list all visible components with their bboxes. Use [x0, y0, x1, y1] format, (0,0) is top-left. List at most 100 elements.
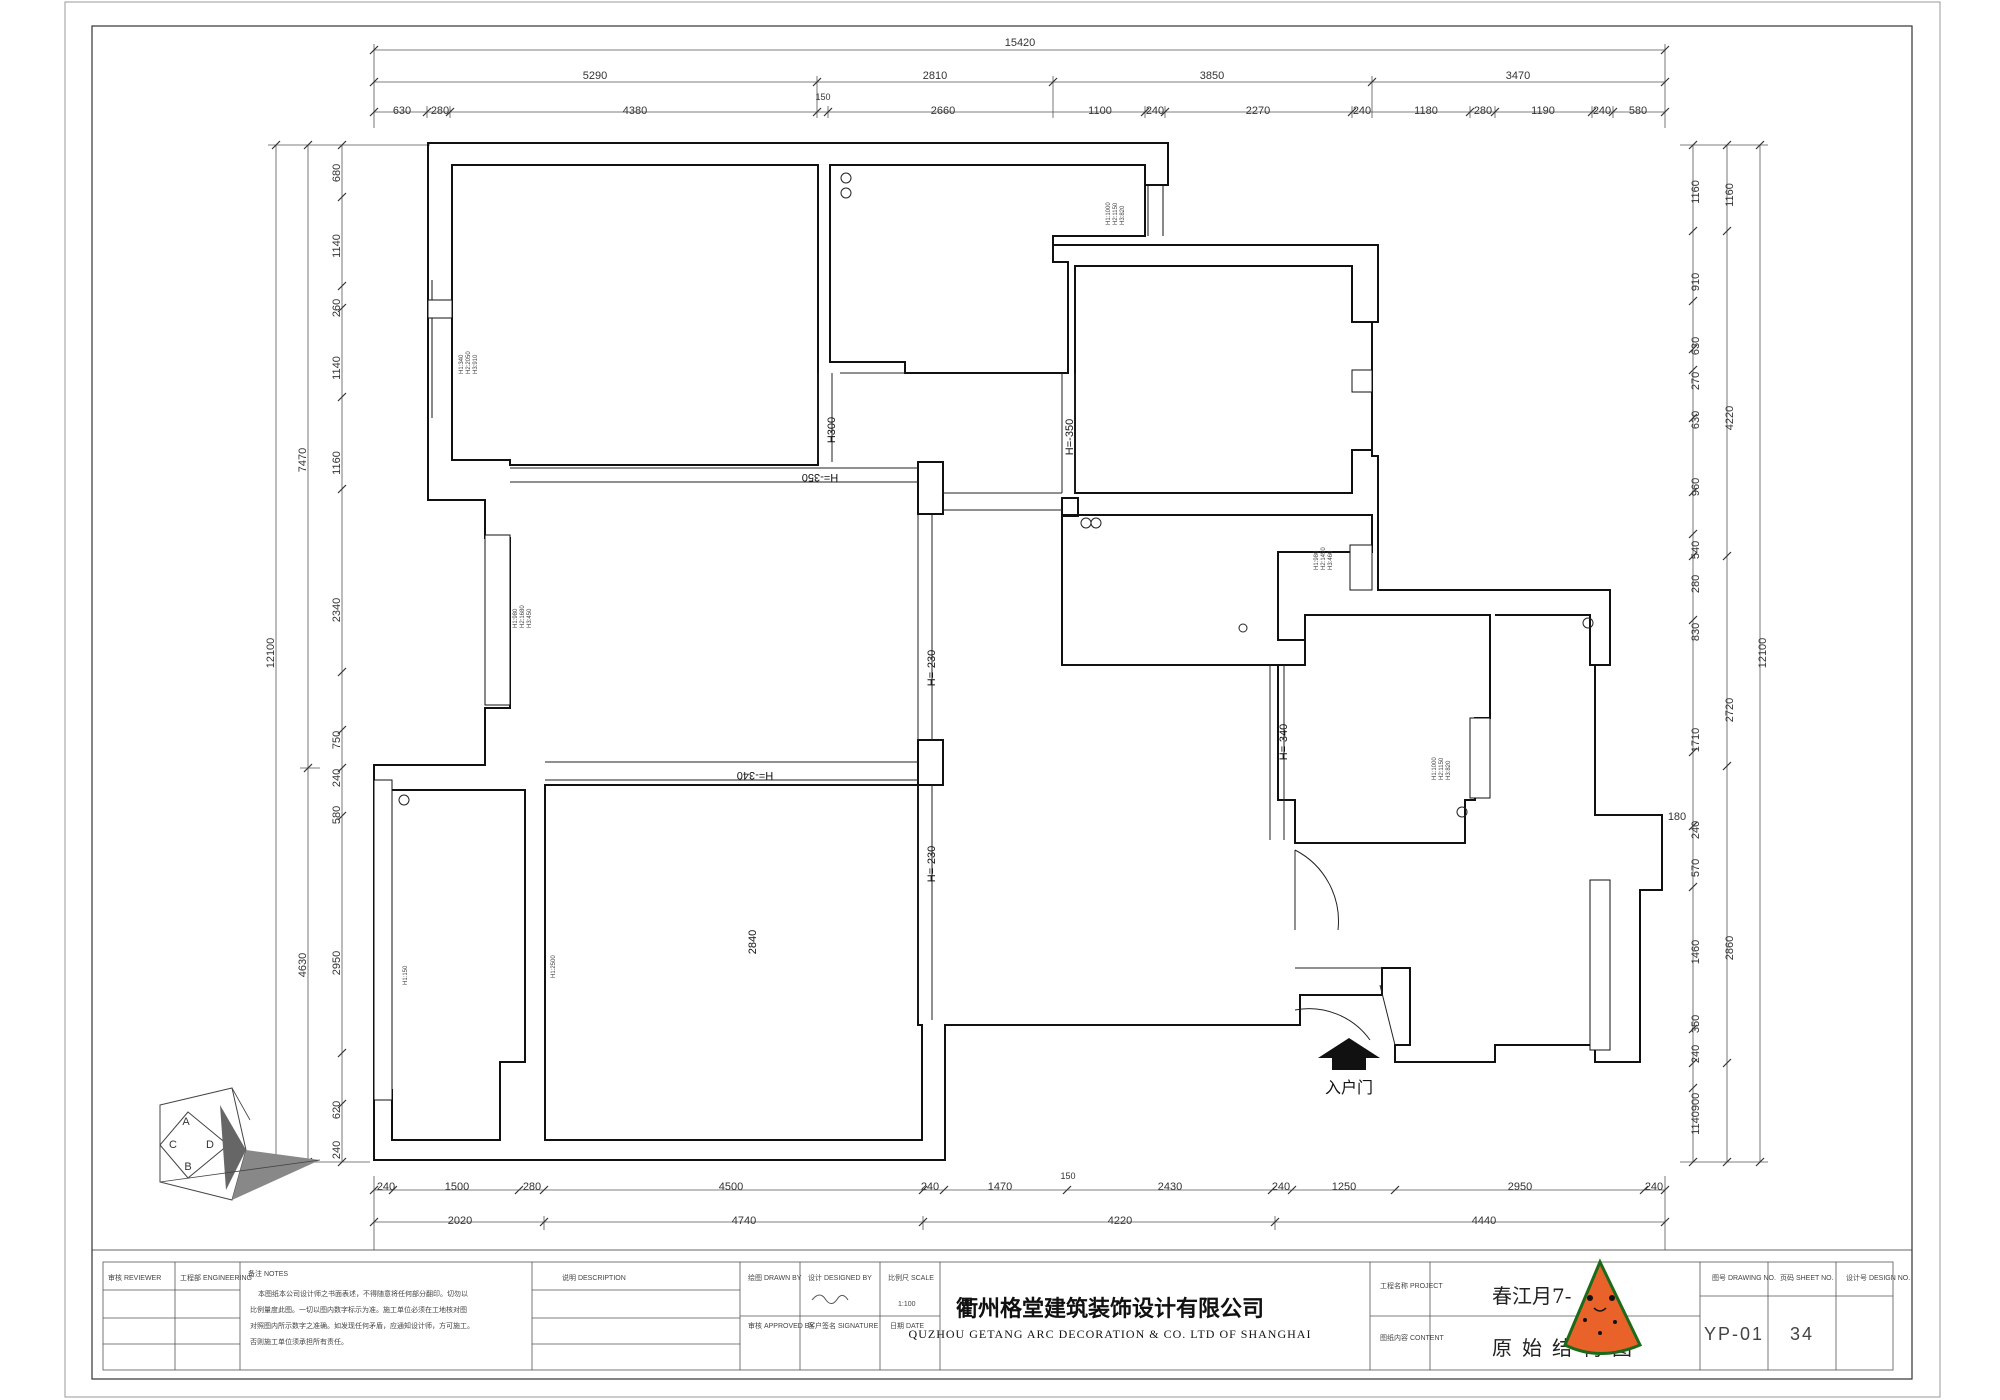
beam-h350-b: H=-350 — [1064, 419, 1076, 455]
svg-text:H1:340: H1:340 — [459, 354, 465, 374]
dim-right-inner-6: 540 — [1690, 541, 1702, 559]
balcony-left-wall — [374, 789, 526, 1141]
dim-top-l3-1: 280 — [431, 105, 449, 117]
dim-right-inner-8: 830 — [1690, 623, 1702, 641]
dim-right-inner-0: 1160 — [1690, 180, 1702, 204]
compass-icon: A B C D — [159, 1087, 321, 1201]
dim-top-l2-2: 3850 — [1200, 70, 1224, 82]
sheet-inner-border — [91, 25, 1913, 1380]
left-dimensions — [268, 144, 430, 1163]
dim-bottom-l1-8: 1250 — [1332, 1181, 1356, 1193]
dim-bottom-l1-1: 1500 — [445, 1181, 469, 1193]
beam-h230-b: H=-230 — [926, 846, 938, 882]
dim-bottom-l2-3: 4440 — [1472, 1215, 1496, 1227]
dim-left-inner-3: 1140 — [331, 356, 343, 380]
dim-right-inner-15: 900 — [1690, 1093, 1702, 1111]
dim-right-inner-4: 630 — [1690, 411, 1702, 429]
tb-reviewer-label: 审核 REVIEWER — [108, 1273, 161, 1282]
column-2 — [917, 739, 944, 786]
tb-notes-line-3: 否则施工单位须承担所有责任。 — [250, 1337, 348, 1346]
dim-bottom-l1-0: 240 — [377, 1181, 395, 1193]
dim-top-l3-8: 1180 — [1414, 105, 1438, 117]
dim-left-inner-11: 240 — [331, 1141, 343, 1159]
dim-left-inner-2: 260 — [331, 299, 343, 317]
dim-right-inner-7: 280 — [1690, 575, 1702, 593]
top-dimensions — [373, 44, 1666, 128]
right-dimension-ticks — [1688, 140, 1765, 1167]
dim-left-inner-0: 680 — [331, 164, 343, 182]
dim-right-inner-11: 570 — [1690, 859, 1702, 877]
tb-designer-label: 设计号 DESIGN NO. — [1846, 1273, 1910, 1282]
svg-text:H3:460: H3:460 — [1328, 550, 1334, 570]
dim-left-outer-2: 4630 — [297, 953, 309, 977]
bottom-dimensions — [373, 1176, 1666, 1250]
left-dimension-ticks — [271, 140, 347, 1167]
dim-right-outer-3: 2860 — [1724, 936, 1736, 960]
tb-project-label: 工程名称 PROJECT — [1380, 1281, 1443, 1290]
window-notes-1: H1:340 H2:2050 H3:910 — [459, 351, 479, 374]
dim-right-inner-1: 910 — [1690, 273, 1702, 291]
tb-notes-label: 备注 NOTES — [248, 1269, 288, 1278]
dim-left-outer-1: 12100 — [265, 638, 277, 669]
beam-h230-a: H=-230 — [926, 650, 938, 686]
dim-bottom-l1-7: 240 — [1272, 1181, 1290, 1193]
dim-bottom-small: 150 — [1060, 1171, 1075, 1181]
dim-right-outer-2: 2720 — [1724, 698, 1736, 722]
living-inner-wall — [544, 784, 923, 1141]
window-notes-6: H1:150 — [403, 965, 409, 985]
svg-text:H3:450: H3:450 — [527, 608, 533, 628]
tb-engineering-label: 工程部 ENGINEERING — [180, 1273, 252, 1282]
svg-text:H3:820: H3:820 — [1120, 205, 1126, 225]
dim-bottom-l1-3: 4500 — [719, 1181, 743, 1193]
window-notes-3: H1:980 H2:1450 H3:460 — [1314, 547, 1334, 570]
entrance-label: 入户门 — [1325, 1078, 1373, 1097]
tb-desc-label: 说明 DESCRIPTION — [562, 1273, 626, 1282]
beam-h350-a: H=-350 — [802, 471, 838, 483]
dim-left-inner-9: 2950 — [331, 951, 343, 975]
svg-text:H2:1680: H2:1680 — [520, 605, 526, 628]
dim-left-inner-1: 1140 — [331, 234, 343, 258]
top-dimension-ticks — [369, 45, 1670, 117]
dim-top-small: 150 — [815, 92, 830, 102]
dim-bottom-l2-2: 4220 — [1108, 1215, 1132, 1227]
dim-top-l3-2: 4380 — [623, 105, 647, 117]
dim-right-outer-0: 1160 — [1724, 183, 1736, 207]
dim-top-overall: 15420 — [1005, 37, 1036, 49]
dim-top-l3-10: 1190 — [1531, 105, 1555, 117]
dim-bottom-l2-1: 4740 — [732, 1215, 756, 1227]
sheet-code: YP-01 — [1704, 1324, 1764, 1344]
dim-left-inner-6: 750 — [331, 731, 343, 749]
watermelon-mascot-icon — [1563, 1258, 1643, 1355]
tb-sheet-label: 图号 DRAWING NO. — [1712, 1274, 1776, 1282]
compass-d: D — [206, 1139, 214, 1151]
dim-bottom-l1-5: 1470 — [988, 1181, 1012, 1193]
dim-right-inner-14: 240 — [1690, 1045, 1702, 1063]
svg-text:H2:2050: H2:2050 — [466, 351, 472, 374]
dim-right-outer-4: 1140 — [1690, 1111, 1702, 1135]
tb-date-label: 日期 DATE — [890, 1322, 924, 1330]
dim-right-inner-9: 1710 — [1690, 728, 1702, 752]
dim-top-l3-9: 280 — [1474, 105, 1492, 117]
tb-designed-label: 设计 DESIGNED BY — [808, 1273, 872, 1282]
dim-top-l3-0: 630 — [393, 105, 411, 117]
svg-text:H1:980: H1:980 — [1314, 550, 1320, 570]
dim-right-inner-13: 350 — [1690, 1015, 1702, 1033]
dim-top-l3-7: 240 — [1353, 105, 1371, 117]
dim-bottom-l1-10: 240 — [1645, 1181, 1663, 1193]
dim-bottom-l1-9: 2950 — [1508, 1181, 1532, 1193]
bottom-dimension-ticks — [369, 1185, 1670, 1227]
beam-h300: H300 — [826, 417, 838, 443]
column-3 — [1061, 497, 1079, 517]
column-1 — [917, 461, 944, 515]
tb-notes-line-0: 本图纸本公司设计师之书面表述，不得随意将任何部分翻印。切勿以 — [258, 1289, 468, 1298]
compass-c: C — [169, 1139, 177, 1151]
svg-text:H1:1000: H1:1000 — [1106, 202, 1112, 225]
company-name-cn: 衢州格堂建筑装饰设计有限公司 — [956, 1296, 1264, 1322]
dim-top-l3-5: 240 — [1146, 105, 1164, 117]
dim-top-l2-3: 3470 — [1506, 70, 1530, 82]
svg-text:H2:1150: H2:1150 — [1113, 202, 1119, 225]
dim-right-inner-2: 630 — [1690, 337, 1702, 355]
bedroom2-wall — [1074, 265, 1373, 494]
dim-left-inner-5: 2340 — [331, 598, 343, 622]
